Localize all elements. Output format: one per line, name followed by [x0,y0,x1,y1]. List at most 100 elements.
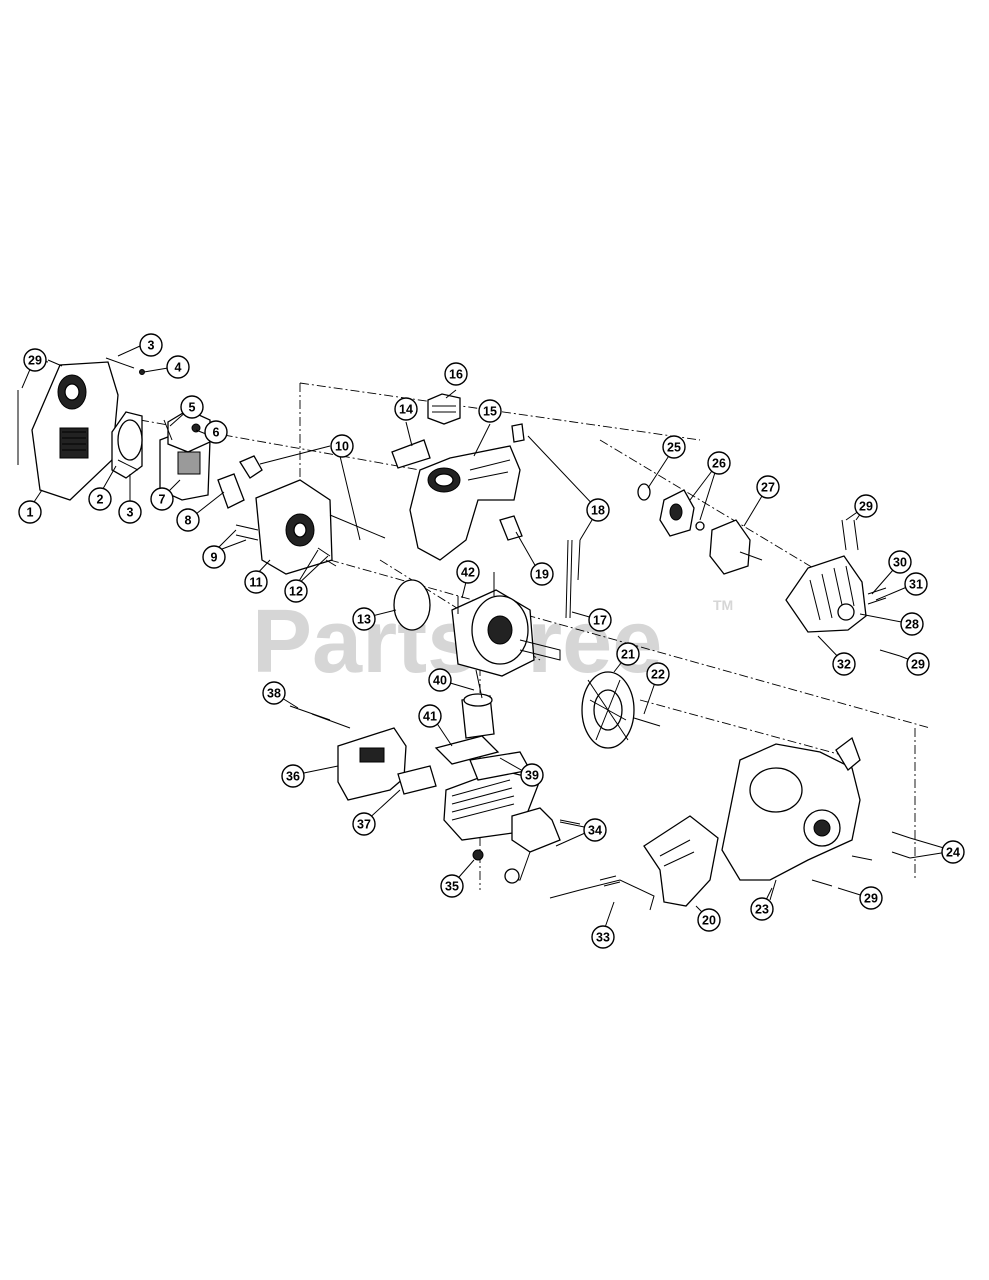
callout-38: 38 [262,681,286,705]
callout-1: 1 [18,500,42,524]
engine-shroud-part [721,736,911,901]
callout-16: 16 [444,362,468,386]
callout-25: 25 [662,435,686,459]
crankcase-part [451,572,561,677]
svg-text:34: 34 [588,824,602,838]
cylinder-gasket-part [434,735,500,765]
o-ring-part [393,579,431,631]
svg-text:3: 3 [148,339,155,353]
air-filter-cover-part [17,361,119,501]
callout-12: 12 [284,579,308,603]
svg-text:19: 19 [535,568,549,582]
svg-text:29: 29 [911,658,925,672]
svg-text:27: 27 [761,481,775,495]
svg-text:11: 11 [249,576,262,590]
callout-39: 39 [520,763,544,787]
svg-text:32: 32 [837,658,851,672]
callout-18: 18 [586,498,610,522]
callout-2: 2 [88,487,112,511]
svg-text:42: 42 [461,566,475,580]
callout-19: 19 [530,562,554,586]
svg-text:29: 29 [28,354,42,368]
callout-32: 32 [832,652,856,676]
svg-text:18: 18 [591,504,605,518]
svg-text:24: 24 [946,846,960,860]
svg-text:8: 8 [185,514,192,528]
callout-40: 40 [428,668,452,692]
callout-17: 17 [588,608,612,632]
callout-10: 10 [330,434,354,458]
callout-28: 28 [900,612,924,636]
svg-text:23: 23 [755,903,769,917]
screws-part [47,357,145,471]
carburetor-adapter-part [239,455,386,575]
svg-text:39: 39 [525,769,539,783]
muffler-part [289,705,437,801]
callout-42: 42 [456,560,480,584]
svg-text:37: 37 [357,818,371,832]
ignition-module-part [504,807,581,884]
callout-29-b: 29 [854,494,878,518]
callout-27: 27 [756,475,780,499]
svg-text:30: 30 [893,556,907,570]
carburetor-part [159,409,259,541]
callout-9: 9 [202,545,226,569]
svg-text:38: 38 [267,687,281,701]
svg-text:21: 21 [621,648,635,662]
clutch-part [637,483,763,575]
callout-29-d: 29 [859,886,883,910]
callout-23: 23 [750,897,774,921]
clutch-housing-part [785,519,901,657]
svg-text:7: 7 [159,493,166,507]
svg-text:1: 1 [27,506,34,520]
callout-20: 20 [697,908,721,932]
flywheel-part [581,671,661,749]
callout-29-a: 29 [23,348,47,372]
svg-text:12: 12 [289,585,303,599]
svg-text:29: 29 [864,892,878,906]
svg-text:41: 41 [423,710,437,724]
svg-text:2: 2 [97,493,104,507]
svg-text:20: 20 [702,914,716,928]
svg-text:25: 25 [667,441,681,455]
callout-41: 41 [418,704,442,728]
callout-31: 31 [904,572,928,596]
callout-8: 8 [176,508,200,532]
callout-13: 13 [352,607,376,631]
callout-4: 4 [166,355,190,379]
svg-text:40: 40 [433,674,447,688]
callout-3-a: 3 [139,333,163,357]
svg-text:33: 33 [596,931,610,945]
callout-26: 26 [707,451,731,475]
watermark-tm: TM [713,597,733,613]
callout-22: 22 [646,662,670,686]
svg-text:17: 17 [593,614,607,628]
svg-text:35: 35 [445,880,459,894]
svg-text:4: 4 [175,361,182,375]
svg-text:16: 16 [449,368,463,382]
svg-text:22: 22 [651,668,665,682]
svg-text:13: 13 [357,613,371,627]
callout-30: 30 [888,550,912,574]
callout-5: 5 [180,395,204,419]
callout-11: 11 [244,570,268,594]
fuel-tank-part [391,393,525,561]
callout-34: 34 [583,818,607,842]
callout-3-b: 3 [118,500,142,524]
callout-15: 15 [478,399,502,423]
svg-text:28: 28 [905,618,919,632]
callout-7: 7 [150,487,174,511]
svg-text:5: 5 [189,401,196,415]
svg-text:6: 6 [213,426,220,440]
piston-part [461,669,495,739]
callout-6: 6 [204,420,228,444]
throttle-rod-part [549,875,655,911]
air-filter-element-part [111,411,143,479]
svg-text:36: 36 [286,770,300,784]
callout-14: 14 [394,397,418,421]
svg-text:10: 10 [335,440,349,454]
svg-text:14: 14 [399,403,413,417]
svg-text:29: 29 [859,500,873,514]
svg-text:3: 3 [127,506,134,520]
